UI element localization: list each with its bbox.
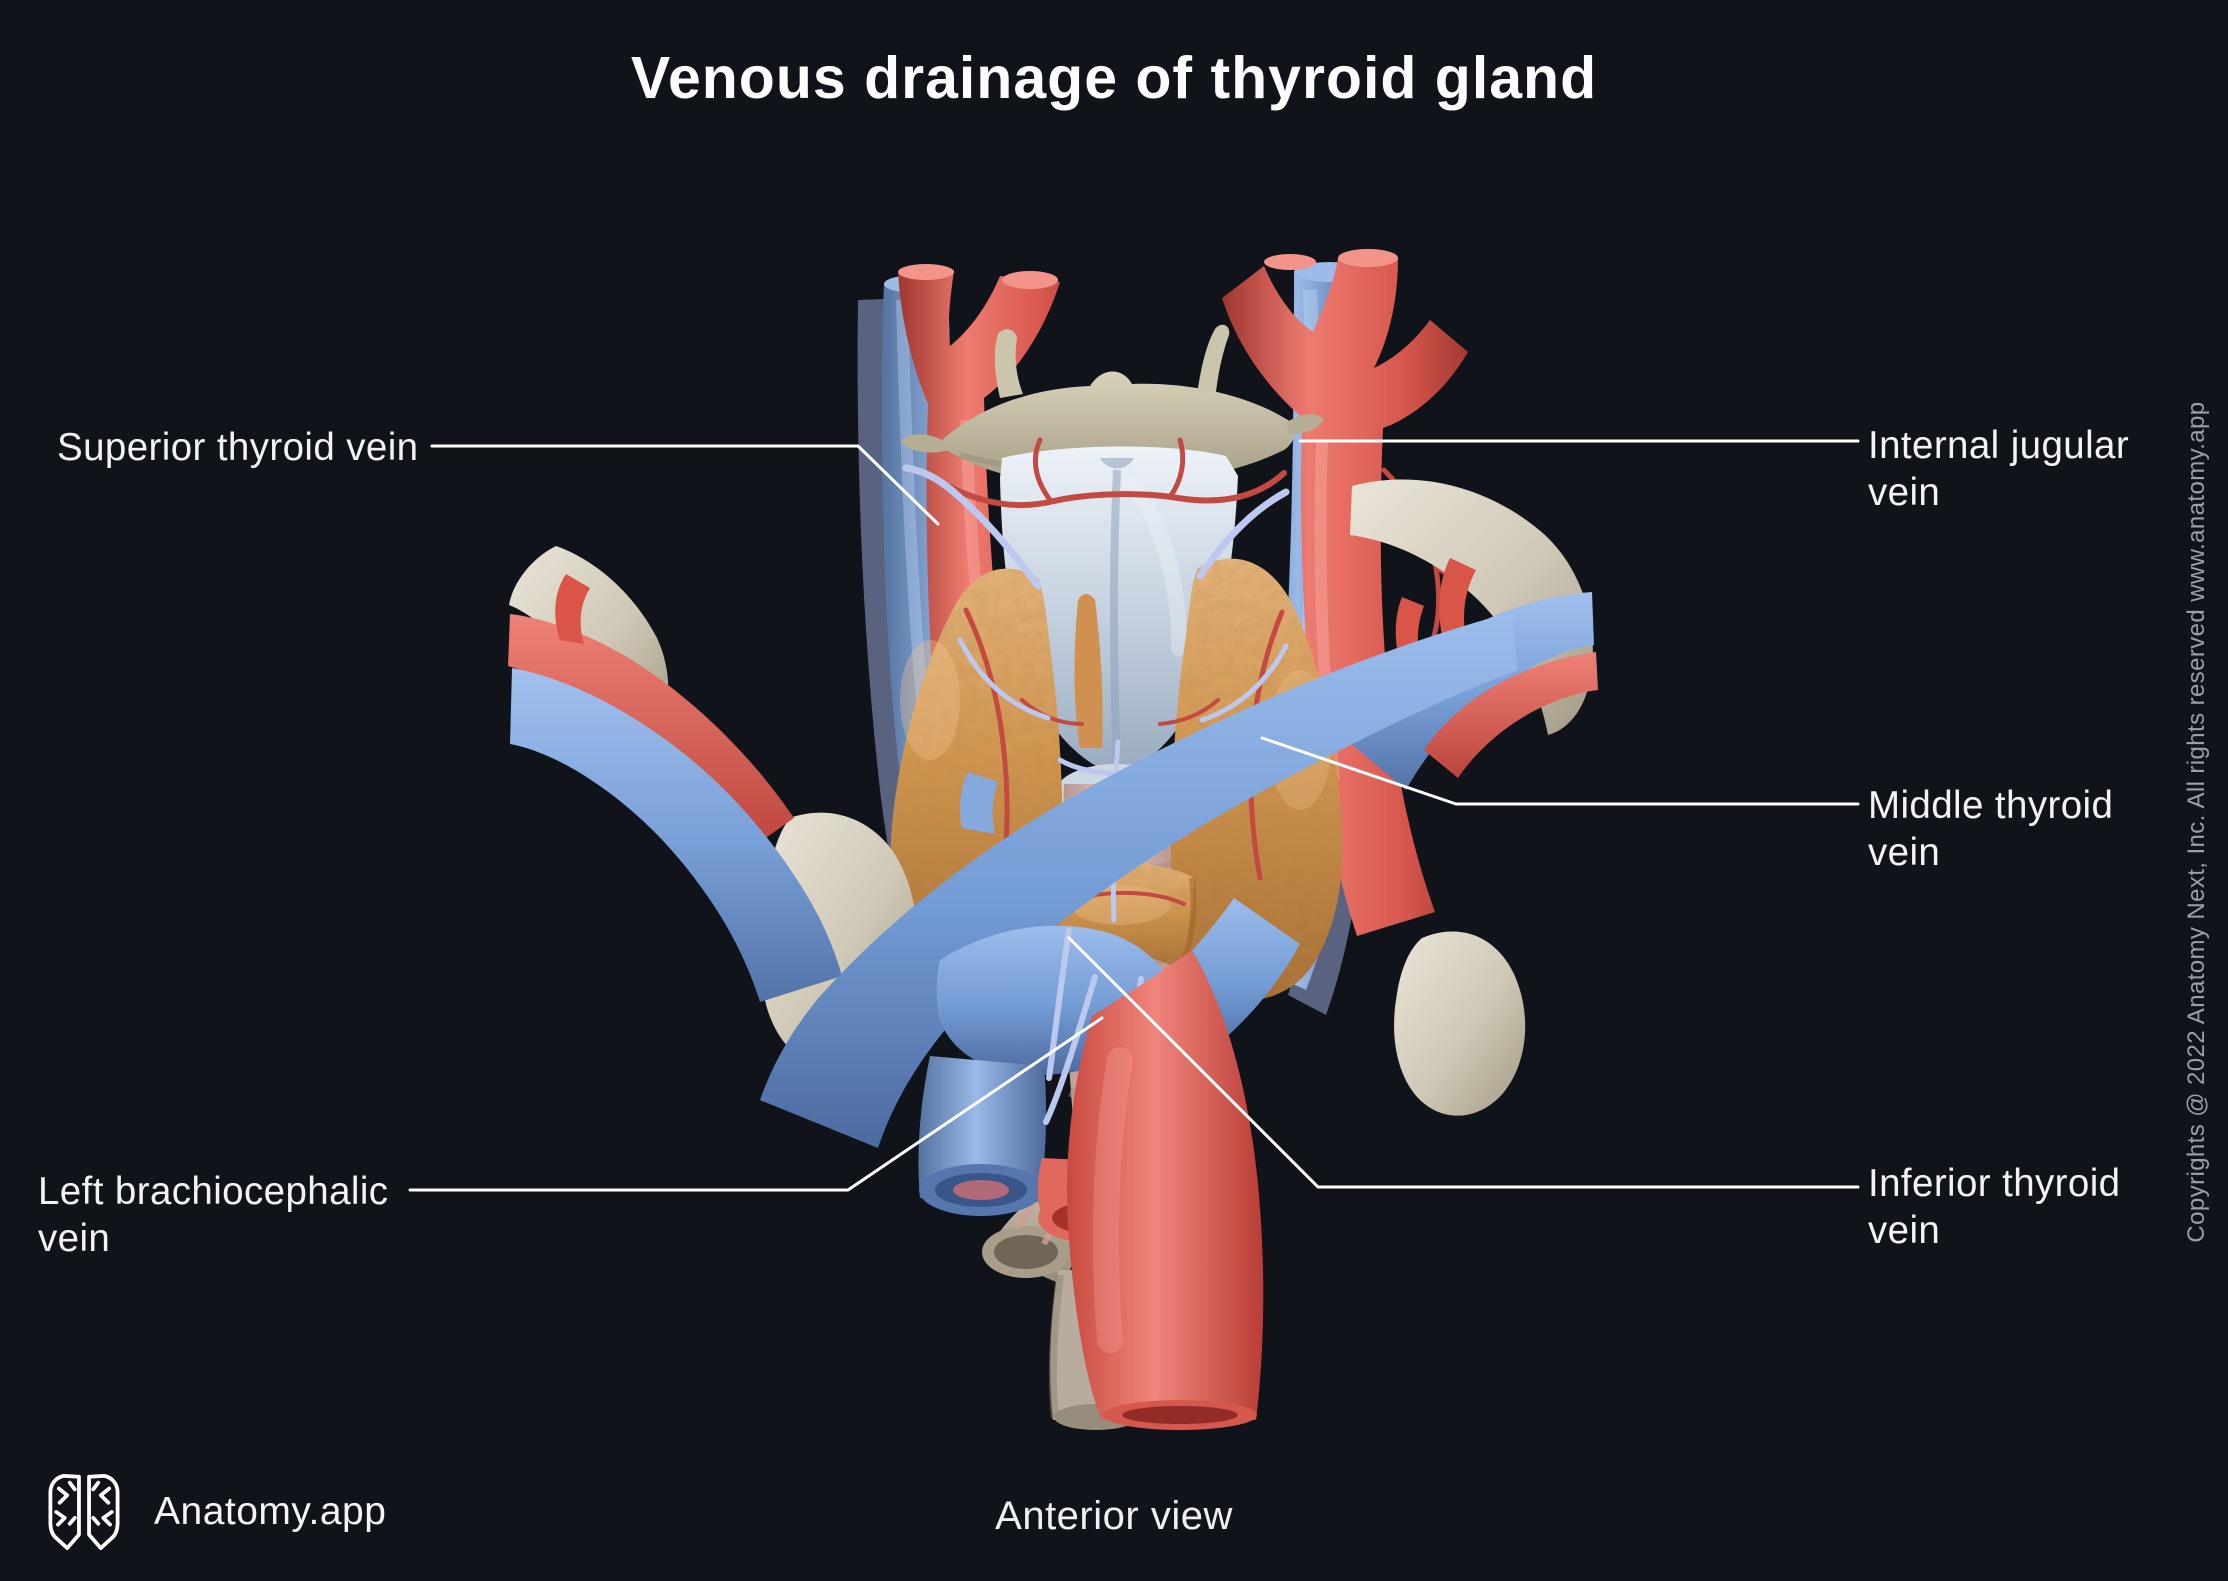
label-left-brachiocephalic-vein: Left brachiocephalic vein (38, 1168, 388, 1262)
label-line: Superior thyroid vein (57, 426, 419, 469)
arterial-trunk (1037, 950, 1264, 1430)
leader-inferior-thyroid-vein (1067, 936, 1860, 1189)
brain-logo-icon (48, 1473, 120, 1551)
label-line: vein (1868, 1209, 1941, 1252)
view-label: Anterior view (995, 1494, 1233, 1538)
label-inferior-thyroid-vein: Inferior thyroid vein (1868, 1160, 2120, 1254)
label-line: Left brachiocephalic (38, 1170, 389, 1213)
page-title: Venous drainage of thyroid gland (630, 45, 1598, 111)
label-line: Inferior thyroid (1868, 1162, 2121, 1205)
leader-lines (408, 439, 1860, 1192)
label-line: vein (38, 1217, 111, 1260)
label-line: vein (1868, 831, 1941, 874)
brand: Anatomy.app (42, 1468, 386, 1556)
label-internal-jugular-vein: Internal jugular vein (1868, 422, 2129, 516)
label-line: Middle thyroid (1868, 784, 2114, 827)
subclavian-vessels (508, 558, 1598, 1002)
label-middle-thyroid-vein: Middle thyroid vein (1868, 782, 2113, 876)
anatomy-model (508, 249, 1598, 1430)
label-line: vein (1868, 471, 1941, 514)
label-superior-thyroid-vein: Superior thyroid vein (57, 424, 419, 471)
leader-superior-thyroid-vein (430, 444, 940, 526)
copyright-vertical-text: Copyrights @ 2022 Anatomy Next, Inc. All… (2183, 401, 2210, 1243)
label-line: Internal jugular (1868, 424, 2130, 467)
brand-name: Anatomy.app (154, 1490, 387, 1533)
leader-middle-thyroid-vein (1260, 736, 1860, 806)
leader-left-brachiocephalic-vein (408, 1016, 1104, 1192)
